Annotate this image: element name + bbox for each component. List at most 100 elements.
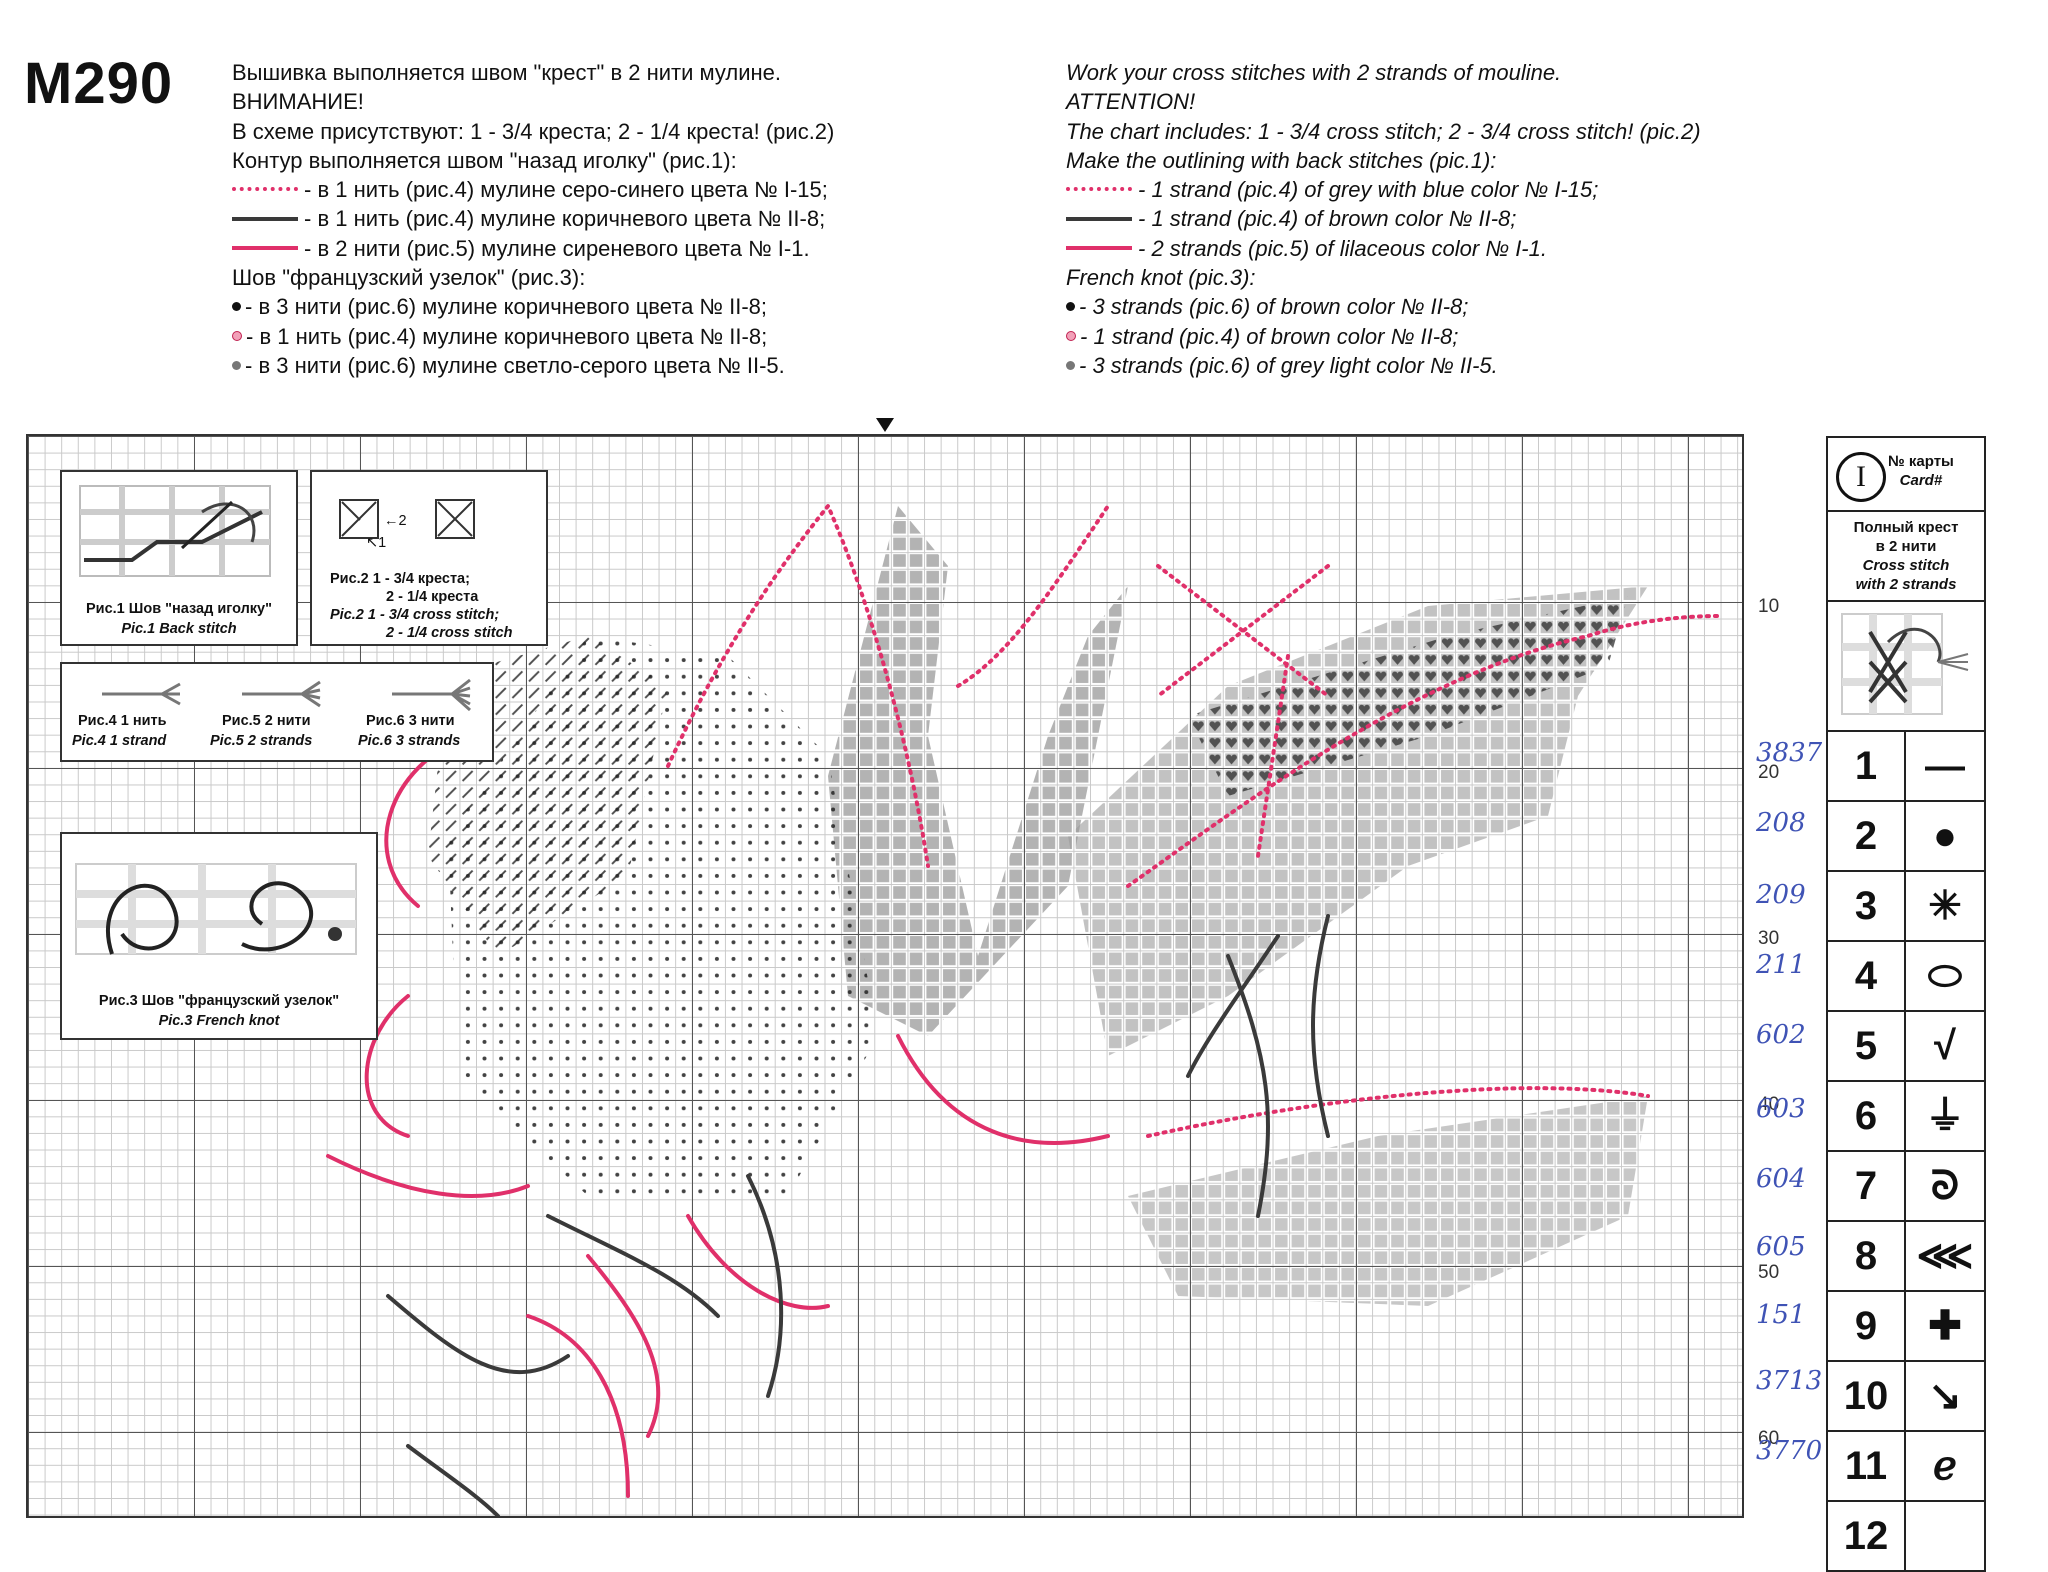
row-number-20: 20 xyxy=(1758,762,1780,783)
pic6-caption-en-text: Pic.6 3 strands xyxy=(358,733,461,749)
pic3-caption-en: Pic.3 French knot xyxy=(62,1012,376,1031)
key-row-5: 5√ xyxy=(1828,1012,1984,1082)
en-backstitch-3-text: - 2 strands (pic.5) of lilaceous color №… xyxy=(1138,235,1547,261)
card-roman-numeral: I xyxy=(1836,452,1886,502)
ru-french-1-text: - в 3 нити (рис.6) мулине коричневого цв… xyxy=(245,294,768,320)
full-cross-ru-1: Полный крест xyxy=(1853,519,1959,536)
cross-stitch-icon xyxy=(1841,613,1969,715)
key-number: 7 xyxy=(1828,1152,1906,1220)
grey-knot-icon xyxy=(1066,360,1075,370)
key-number: 5 xyxy=(1828,1012,1906,1080)
pic3-caption-ru: Рис.3 Шов "французский узелок" xyxy=(98,993,340,1009)
pic2-caption-ru-1: Рис.2 1 - 3/4 креста; xyxy=(330,571,470,587)
asterisk-symbol-icon: ✳ xyxy=(1928,884,1962,928)
pic5-caption-ru: Рис.5 2 нити xyxy=(222,713,311,729)
wing-left-shading xyxy=(828,506,1128,1036)
wing-lower-shading xyxy=(1128,1096,1648,1306)
ru-french-3: - в 3 нити (рис.6) мулине светло-серого … xyxy=(232,351,834,380)
dash-symbol-icon: — xyxy=(1925,744,1965,788)
pic2-caption-en-2-text: 2 - 1/4 cross stitch xyxy=(386,625,513,641)
ru-line-1: Вышивка выполняется швом "крест" в 2 нит… xyxy=(232,60,782,85)
en-french-3: - 3 strands (pic.6) of grey light color … xyxy=(1066,351,1701,380)
row-number-40: 40 xyxy=(1758,1094,1780,1115)
frenchknot-illustration xyxy=(75,863,357,955)
black-knot-icon xyxy=(232,302,241,312)
en-line-4: Make the outlining with back stitches (p… xyxy=(1066,147,1497,173)
key-row-1: 1— xyxy=(1828,732,1984,802)
backstitch-illustration xyxy=(79,485,271,577)
pic4-caption-ru: Рис.4 1 нить xyxy=(78,713,167,729)
key-number: 11 xyxy=(1828,1432,1906,1500)
key-row-10: 10↘ xyxy=(1828,1362,1984,1432)
handwritten-number: 603 xyxy=(1756,1094,1806,1124)
key-row-3: 3✳ xyxy=(1828,872,1984,942)
dark-line-swatch xyxy=(1066,216,1132,221)
en-french-title: French knot (pic.3): xyxy=(1066,265,1256,291)
key-number: 9 xyxy=(1828,1292,1906,1360)
en-backstitch-1: - 1 strand (pic.4) of grey with blue col… xyxy=(1066,175,1701,204)
pic1-backstitch-panel: Рис.1 Шов "назад иголку" Pic.1 Back stit… xyxy=(60,470,298,646)
symbol-key-table: I № карты Card# Полный крест в 2 нити Cr… xyxy=(1826,436,1986,1572)
card-label: № карты Card# xyxy=(1888,452,1954,490)
handwritten-number: 605 xyxy=(1756,1232,1806,1262)
pic3-caption-en-text: Pic.3 French knot xyxy=(158,1013,280,1029)
ru-backstitch-1: - в 1 нить (рис.4) мулине серо-синего цв… xyxy=(232,175,834,204)
card-label-en: Card# xyxy=(1899,472,1943,489)
row-number-30: 30 xyxy=(1758,928,1780,949)
en-line-2: ATTENTION! xyxy=(1066,89,1196,115)
pink-knot-icon xyxy=(232,330,242,341)
pic5-caption-en-text: Pic.5 2 strands xyxy=(210,733,313,749)
pic4-caption-en-text: Pic.4 1 strand xyxy=(72,733,167,749)
dotted-pink-swatch xyxy=(1066,187,1132,192)
pic3-frenchknot-panel: Рис.3 Шов "французский узелок" Pic.3 Fre… xyxy=(60,832,378,1040)
key-row-4: 4⬭ xyxy=(1828,942,1984,1012)
wing-hearts xyxy=(1188,596,1628,796)
anchor-symbol-icon: ⏚ xyxy=(1925,1094,1965,1138)
pink-dotted-outlines xyxy=(666,502,1720,1138)
empty-symbol-cell xyxy=(1906,1502,1984,1570)
pic1-caption-en-text: Pic.1 Back stitch xyxy=(121,621,237,637)
pic2-caption-en-1: Pic.2 1 - 3/4 cross stitch; xyxy=(330,606,499,625)
pic2-label-1: ↖1 xyxy=(366,535,387,551)
pic2-caption-ru-2: 2 - 1/4 креста xyxy=(386,589,479,605)
pic5-caption-en: Pic.5 2 strands xyxy=(210,732,312,751)
en-french-1-text: - 3 strands (pic.6) of brown color № II-… xyxy=(1079,294,1469,320)
chart-code: M290 xyxy=(24,51,174,116)
ru-french-1: - в 3 нити (рис.6) мулине коричневого цв… xyxy=(232,292,834,321)
pink-knot-icon xyxy=(1066,330,1076,341)
needle-dot-symbol-icon: ● xyxy=(1932,814,1958,858)
grey-knot-icon xyxy=(232,360,241,370)
handwritten-number: 209 xyxy=(1756,880,1806,910)
handwritten-number: 602 xyxy=(1756,1020,1806,1050)
key-number: 10 xyxy=(1828,1362,1906,1430)
pattern-chart: Рис.1 Шов "назад иголку" Pic.1 Back stit… xyxy=(26,434,1744,1518)
arrow-feather-symbol-icon: ⋘ xyxy=(1916,1234,1974,1278)
handwritten-number: 211 xyxy=(1756,950,1806,980)
full-cross-en-2: with 2 strands xyxy=(1855,576,1957,593)
ru-french-3-text: - в 3 нити (рис.6) мулине светло-серого … xyxy=(245,352,785,378)
full-cross-en-1: Cross stitch xyxy=(1862,557,1950,574)
pink-line-swatch xyxy=(232,245,298,250)
instructions-english: Work your cross stitches with 2 strands … xyxy=(1066,58,1701,380)
dark-line-swatch xyxy=(232,216,298,221)
key-number: 12 xyxy=(1828,1502,1906,1570)
en-line-1: Work your cross stitches with 2 strands … xyxy=(1066,60,1562,85)
ru-backstitch-3-text: - в 2 нити (рис.5) мулине сиреневого цве… xyxy=(304,235,810,261)
full-cross-ru-2: в 2 нити xyxy=(1875,538,1937,555)
en-french-2-text: - 1 strand (pic.4) of brown color № II-8… xyxy=(1080,323,1459,349)
ru-backstitch-2: - в 1 нить (рис.4) мулине коричневого цв… xyxy=(232,204,834,233)
handwritten-number: 3713 xyxy=(1756,1366,1823,1396)
key-number: 2 xyxy=(1828,802,1906,870)
instructions-russian: Вышивка выполняется швом "крест" в 2 нит… xyxy=(232,58,834,380)
checkmark-symbol-icon: √ xyxy=(1934,1024,1956,1068)
strands-illustration xyxy=(102,678,471,712)
pic1-caption-ru: Рис.1 Шов "назад иголку" xyxy=(86,601,272,617)
en-french-3-text: - 3 strands (pic.6) of grey light color … xyxy=(1079,352,1498,378)
ru-french-title: Шов "французский узелок" (рис.3): xyxy=(232,265,586,291)
key-number: 8 xyxy=(1828,1222,1906,1290)
pic1-caption-en: Pic.1 Back stitch xyxy=(62,620,296,639)
oval-symbol-icon: ⬭ xyxy=(1927,954,1963,998)
pic2-label-2: ←2 xyxy=(384,513,407,529)
key-row-9: 9✚ xyxy=(1828,1292,1984,1362)
